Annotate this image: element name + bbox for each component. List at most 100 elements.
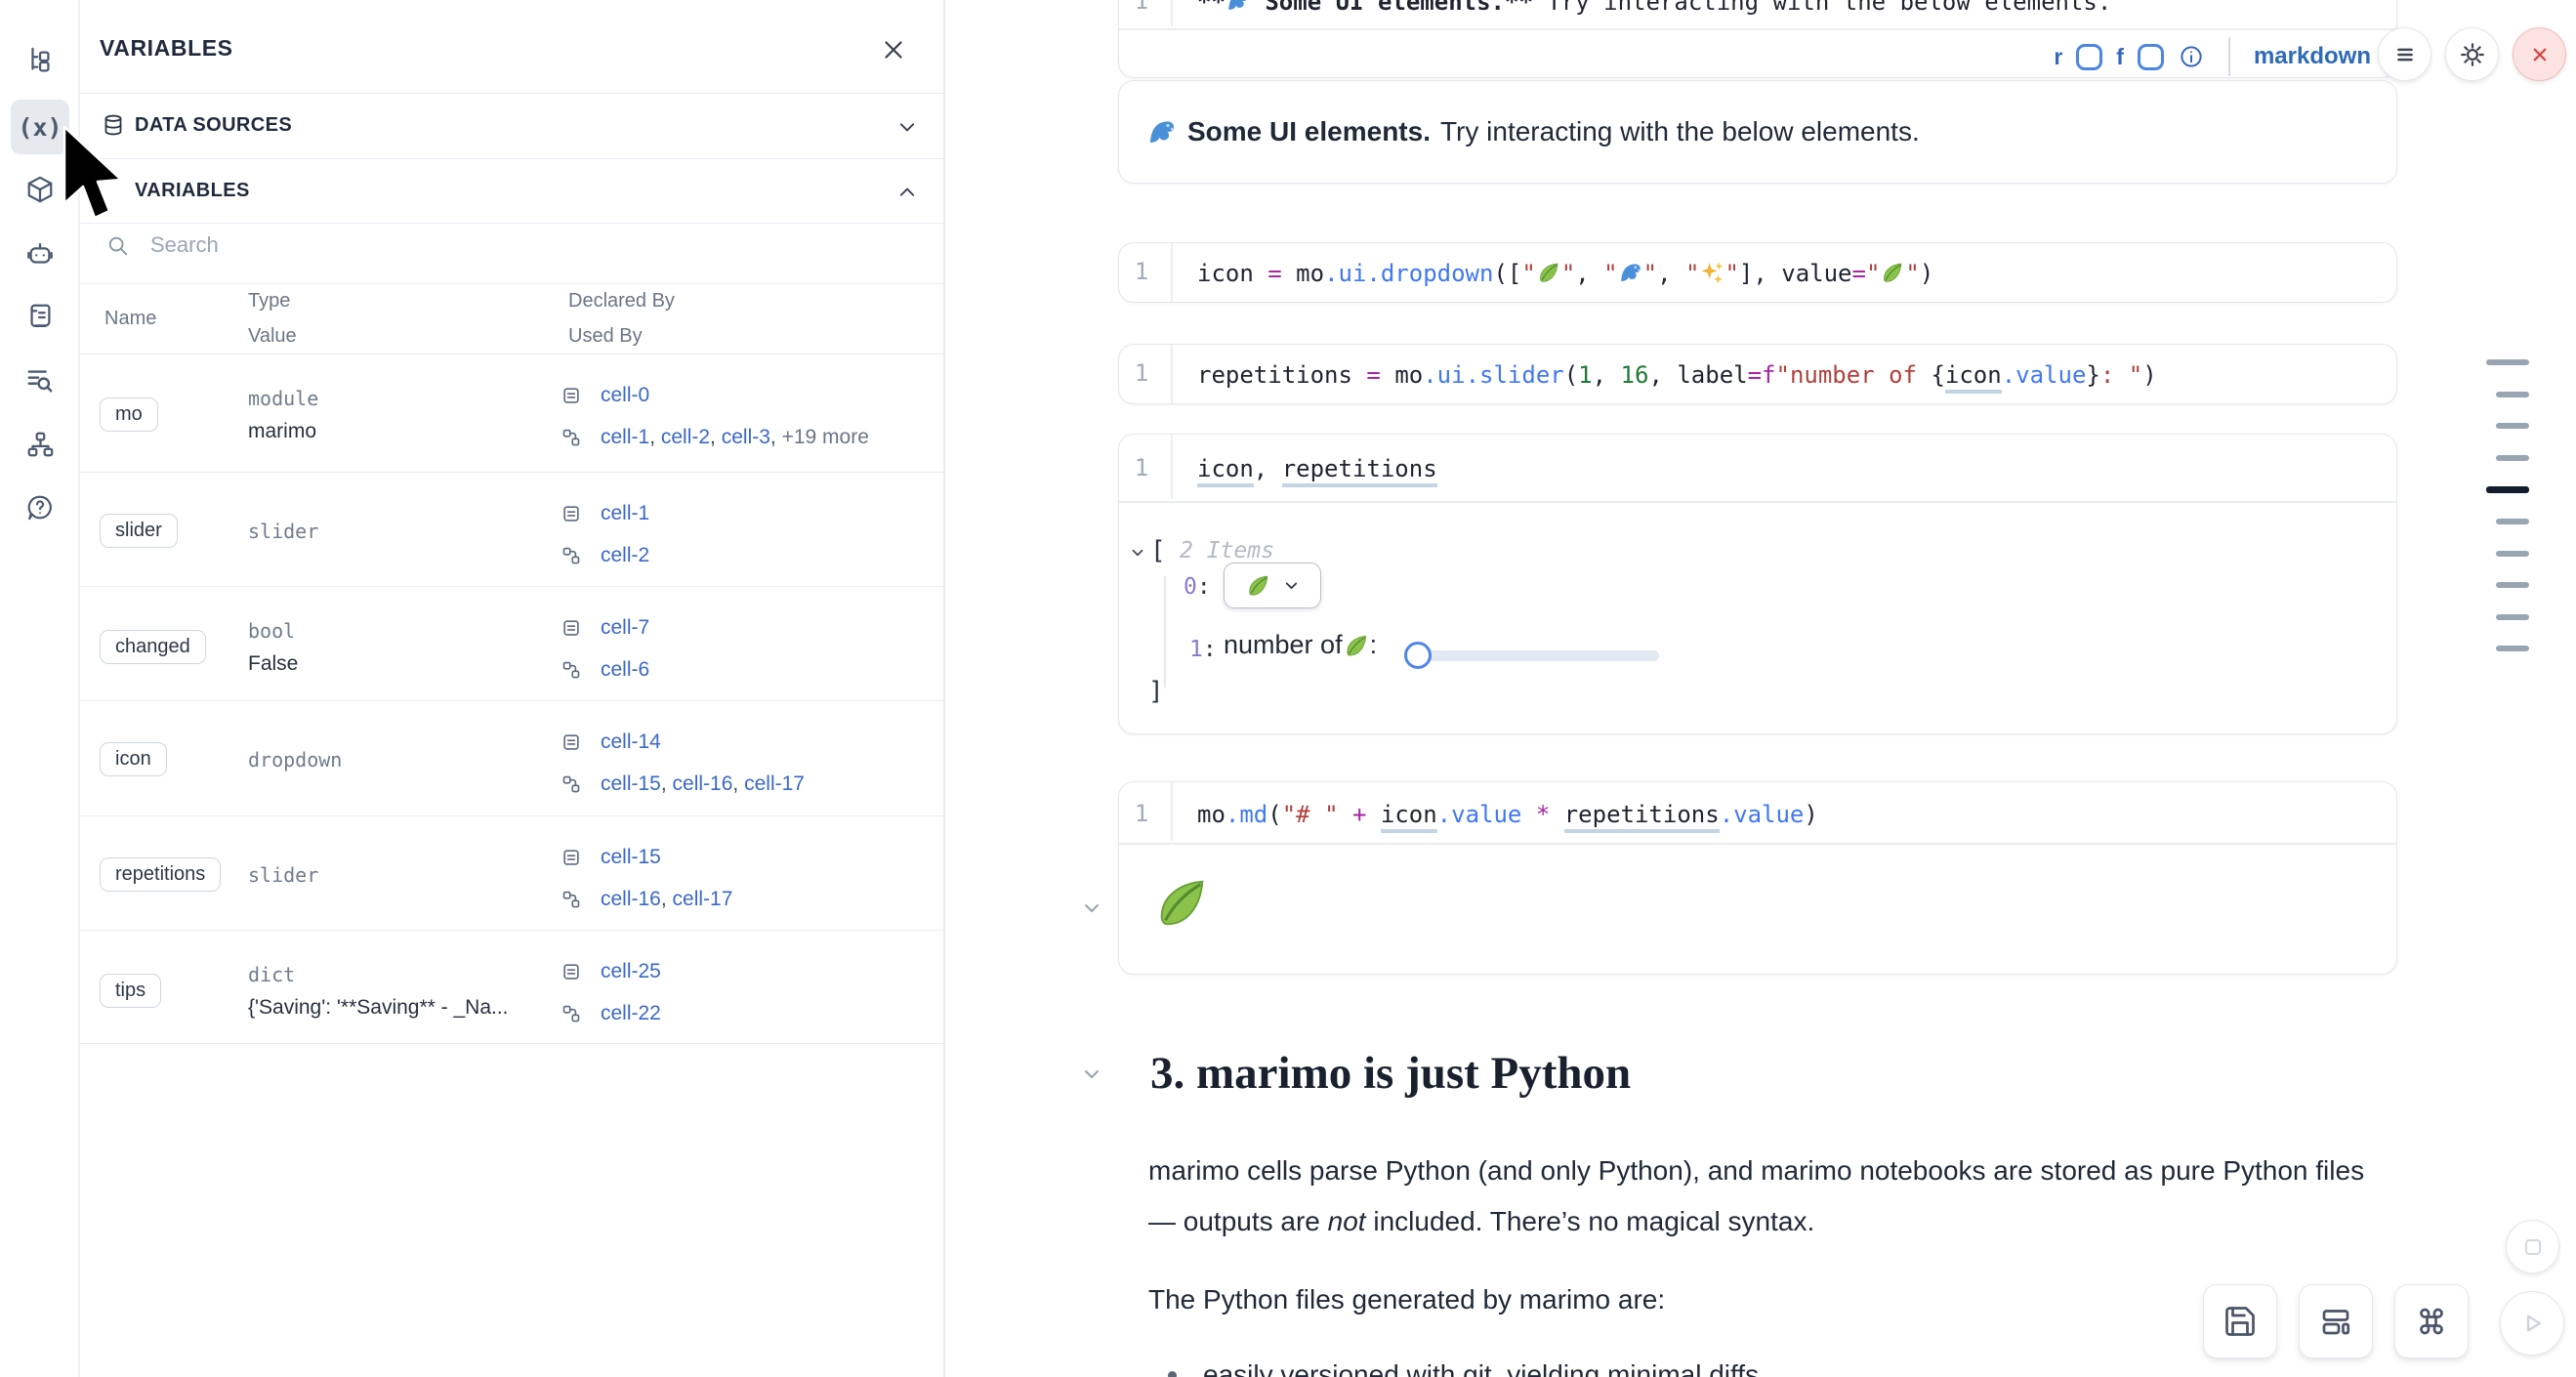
sidebar-item-packages[interactable] — [11, 164, 69, 219]
save-button[interactable] — [2203, 1284, 2277, 1358]
minimap-cell-marker[interactable] — [2496, 582, 2529, 589]
variable-name-chip[interactable]: slider — [100, 514, 178, 548]
run-shortcut-label: r — [2054, 43, 2063, 69]
cell-link[interactable]: cell-1 — [601, 502, 650, 524]
sidebar-item-file-tree[interactable] — [11, 35, 69, 90]
paragraph-line: — outputs are not included. There’s no m… — [1148, 1206, 1815, 1236]
minimap-cell-marker[interactable] — [2496, 391, 2529, 397]
database-icon — [102, 113, 125, 142]
info-icon[interactable] — [2178, 43, 2205, 70]
minimap-cell-marker[interactable] — [2486, 486, 2529, 494]
close-panel-icon[interactable] — [879, 35, 908, 69]
code-line[interactable]: icon, repetitions — [1197, 452, 1437, 487]
line-number: 1 — [1134, 0, 1149, 15]
language-mode-button[interactable]: markdown — [2253, 43, 2371, 69]
more-cells-link[interactable]: +19 more — [781, 426, 869, 448]
format-toggle[interactable] — [2137, 43, 2164, 70]
cell-link[interactable]: cell-7 — [601, 616, 650, 639]
code-cell-tuple[interactable]: 1 icon, repetitions [ 2 Items 0: 1: numb… — [1118, 434, 2397, 734]
layout-toggle-button[interactable] — [2299, 1284, 2373, 1358]
variable-value: {'Saving': '**Saving** - _Na... — [248, 996, 509, 1019]
cell-link[interactable]: cell-14 — [601, 730, 661, 753]
cell-link[interactable]: cell-3 — [721, 426, 770, 448]
sidebar-item-snippets-search[interactable] — [11, 355, 69, 409]
layout-icon — [2318, 1304, 2353, 1339]
text-search-icon — [25, 365, 55, 399]
run-all-button[interactable] — [2500, 1291, 2564, 1356]
cell-link[interactable]: cell-17 — [744, 772, 805, 795]
cell-link[interactable]: cell-0 — [601, 384, 650, 406]
icon-dropdown-select[interactable] — [1224, 563, 1321, 608]
variable-name-chip[interactable]: icon — [100, 742, 167, 776]
cell-link[interactable]: cell-16 — [672, 772, 733, 795]
scratchpad-frame-button[interactable] — [2506, 1220, 2559, 1273]
code-line[interactable]: icon = mo.ui.dropdown(["", "", ""], valu… — [1197, 260, 1934, 287]
sidebar-item-ai[interactable] — [11, 229, 69, 283]
code-line[interactable]: ** Some UI elements.** Try interacting w… — [1197, 0, 2111, 19]
used-by-icon — [561, 890, 581, 914]
declared-by-icon — [561, 618, 581, 643]
minimap-cell-marker[interactable] — [2496, 613, 2529, 620]
section-collapse-chevron-icon[interactable] — [1080, 1063, 1103, 1091]
minimap-cell-marker[interactable] — [2496, 454, 2529, 461]
code-cell-dropdown[interactable]: 1 icon = mo.ui.dropdown(["", "", ""], va… — [1118, 242, 2397, 303]
notebook-menu-button[interactable] — [2378, 27, 2431, 81]
slider-label: number of : — [1224, 630, 1378, 659]
cell-link[interactable]: cell-22 — [601, 1002, 661, 1024]
variable-name-chip[interactable]: tips — [100, 974, 162, 1008]
cell-link[interactable]: cell-1 — [601, 426, 650, 448]
sidebar-item-help[interactable] — [11, 482, 69, 537]
chevron-up-icon — [896, 182, 918, 208]
used-by-icon — [561, 428, 581, 452]
search-input[interactable] — [150, 229, 482, 262]
variable-type: slider — [248, 520, 319, 543]
variable-name-chip[interactable]: changed — [100, 630, 206, 664]
section-heading: 3. marimo is just Python — [1150, 1048, 1632, 1099]
cell-link[interactable]: cell-15 — [601, 772, 661, 795]
sidebar-item-logs[interactable] — [11, 291, 69, 346]
cell-link[interactable]: cell-2 — [660, 426, 711, 448]
sidebar-item-variables[interactable]: (x) — [11, 100, 69, 154]
code-cell-slider[interactable]: 1 repetitions = mo.ui.slider(1, 16, labe… — [1118, 344, 2397, 404]
minimap-cell-marker[interactable] — [2496, 550, 2529, 557]
minimap-cell-marker[interactable] — [2496, 519, 2529, 524]
variable-type: bool — [248, 619, 296, 643]
minimap-cell-marker[interactable] — [2496, 646, 2529, 652]
minimap-cell-marker[interactable] — [2486, 359, 2529, 365]
repetitions-slider-track[interactable] — [1407, 650, 1659, 661]
cell-link[interactable]: cell-25 — [601, 960, 661, 982]
wave-emoji — [1226, 0, 1251, 14]
minimap-cell-marker[interactable] — [2496, 423, 2529, 430]
tree-collapse-icon[interactable] — [1129, 544, 1146, 566]
markdown-editor-cell[interactable]: 1 ** Some UI elements.** Try interacting… — [1118, 0, 2397, 78]
run-toggle[interactable] — [2076, 43, 2103, 70]
paragraph-line: marimo cells parse Python (and only Pyth… — [1148, 1155, 2365, 1186]
declared-by-links: cell-1 — [601, 502, 649, 525]
shutdown-button[interactable] — [2513, 27, 2566, 81]
items-count-label: 2 Items — [1180, 538, 1274, 563]
sidebar-item-dependency-graph[interactable] — [11, 419, 69, 474]
settings-button[interactable] — [2445, 27, 2499, 81]
cell-link[interactable]: cell-2 — [601, 544, 650, 566]
cell-link[interactable]: cell-17 — [672, 888, 733, 910]
used-by-icon — [561, 660, 581, 685]
code-line[interactable]: mo.md("# " + icon.value * repetitions.va… — [1197, 798, 1818, 833]
variable-name-chip[interactable]: repetitions — [100, 857, 222, 892]
cell-link[interactable]: cell-16 — [601, 888, 661, 910]
output-collapse-chevron-icon[interactable] — [1080, 897, 1103, 925]
variable-value: marimo — [248, 420, 317, 442]
repetitions-slider-thumb[interactable] — [1404, 642, 1432, 669]
leaf-emoji — [1880, 260, 1905, 285]
declared-by-icon — [561, 848, 581, 872]
cell-link[interactable]: cell-15 — [601, 846, 661, 868]
command-palette-button[interactable] — [2394, 1284, 2469, 1358]
code-cell-md-output[interactable]: 1 mo.md("# " + icon.value * repetitions.… — [1118, 781, 2397, 975]
cell-link[interactable]: cell-6 — [601, 658, 650, 681]
search-icon — [106, 234, 130, 263]
variable-type: dropdown — [248, 748, 343, 772]
variable-name-chip[interactable]: mo — [100, 397, 158, 432]
paragraph-line: The Python files generated by marimo are… — [1148, 1284, 1666, 1314]
code-line[interactable]: repetitions = mo.ui.slider(1, 16, label=… — [1197, 358, 2157, 394]
